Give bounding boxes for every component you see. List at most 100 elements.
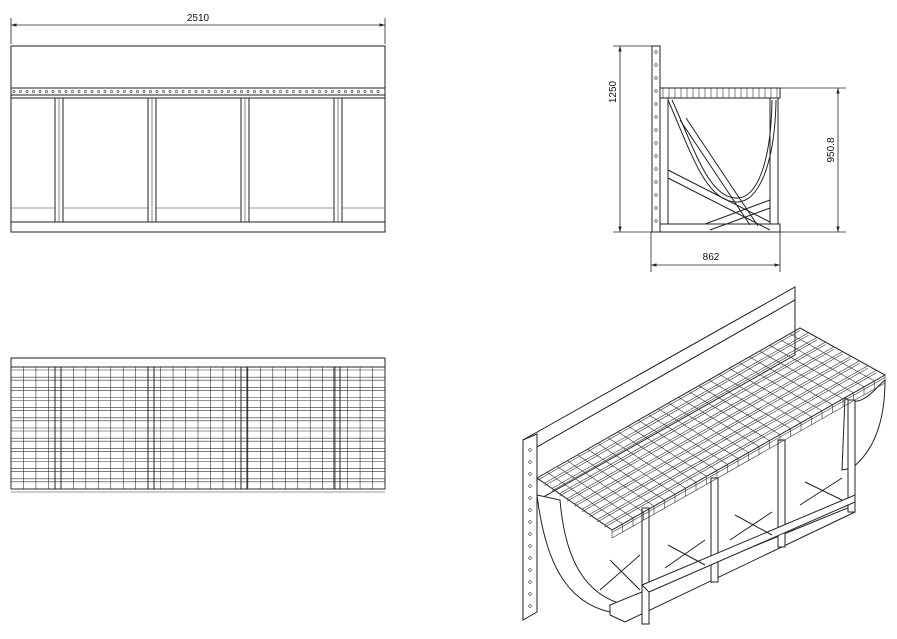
rivet [654, 115, 658, 119]
grating-bar [536, 330, 801, 481]
rivet [376, 90, 380, 93]
grating-bar [551, 339, 818, 492]
rivet [350, 90, 354, 93]
rivet [220, 90, 224, 93]
rivet [654, 76, 658, 80]
rivet [654, 219, 658, 223]
rivet [149, 90, 152, 93]
rivet [528, 448, 532, 452]
rivet [38, 90, 42, 93]
rivet [654, 63, 658, 67]
rivet [71, 90, 74, 93]
iso-back-panel-face [522, 299, 796, 501]
grating-crossbar [739, 362, 823, 412]
grating-bar [604, 372, 877, 528]
rivet [272, 90, 276, 93]
side-rivets [654, 50, 658, 223]
grating-crossbar [729, 368, 812, 417]
grating-crossbar [749, 356, 833, 406]
rivet [77, 90, 81, 93]
rivet [162, 90, 165, 93]
rivet [305, 90, 308, 93]
grating-crossbar [546, 471, 623, 525]
rivet [227, 90, 230, 93]
top-view [10, 357, 386, 493]
rivet [298, 90, 302, 93]
side-brace-5 [704, 199, 771, 225]
grating-bar [544, 334, 809, 486]
top-view-back-panel [10, 357, 386, 368]
grating-bar [559, 344, 826, 497]
grating-crossbar [658, 408, 739, 459]
front-bottom-rail [10, 221, 386, 233]
rivet [64, 90, 68, 93]
grating-bar [589, 363, 860, 518]
rivet [654, 154, 658, 158]
grating-front-edge [611, 382, 886, 539]
rivet [168, 90, 172, 93]
rivet [175, 90, 178, 93]
grating-bar [574, 353, 843, 507]
rivet [528, 568, 532, 572]
side-brace-1 [667, 169, 771, 223]
front-posts [54, 97, 343, 223]
rivet [253, 90, 256, 93]
iso-shell-left-end [536, 494, 627, 613]
rivet [528, 484, 532, 488]
rivet [292, 90, 295, 93]
rivet [58, 90, 61, 93]
side-back-post [651, 45, 661, 233]
rivet [337, 90, 341, 93]
rivet [528, 580, 532, 584]
rivet [528, 460, 532, 464]
rivet [259, 90, 263, 93]
grating-crossbar [587, 448, 665, 501]
iso-front-post-2 [710, 477, 719, 583]
rivet [318, 90, 321, 93]
grating-bar [581, 358, 852, 512]
rivet [654, 180, 658, 184]
rivet [188, 90, 191, 93]
side-depth-dim-text: 862 [703, 252, 720, 263]
grating-crossbar [536, 477, 613, 531]
rivet [155, 90, 159, 93]
grating-crossbar [708, 379, 791, 429]
grating-crossbar [577, 454, 655, 507]
grating-crossbar [769, 345, 854, 394]
grating-crossbar [698, 385, 781, 435]
grating-crossbar [799, 327, 886, 376]
iso-front-post-1 [641, 507, 650, 625]
top-post [147, 366, 155, 490]
rivet [19, 90, 22, 93]
rivet [528, 604, 532, 608]
iso-front-post-3 [777, 439, 786, 548]
grating-crossbar [567, 460, 644, 513]
rivet [181, 90, 185, 93]
rivet [344, 90, 347, 93]
grating-crossbar [779, 339, 865, 388]
rivet [233, 90, 237, 93]
isometric-view [522, 286, 887, 625]
rivet [25, 90, 29, 93]
grating-bar [596, 367, 869, 523]
rivet [103, 90, 107, 93]
iso-seat-grating [536, 327, 887, 539]
rivet [654, 193, 658, 197]
rivet [207, 90, 211, 93]
side-brace-4 [685, 117, 759, 227]
rivet [194, 90, 198, 93]
rivet [528, 556, 532, 560]
rivet [528, 472, 532, 476]
rivet [654, 206, 658, 210]
side-seat-grating [659, 87, 781, 99]
grating-crossbar [607, 437, 686, 489]
rivet [279, 90, 282, 93]
rivet [331, 90, 334, 93]
iso-left-post [522, 433, 538, 621]
rivet [324, 90, 328, 93]
side-seat-slats [662, 88, 778, 98]
side-brace-6 [709, 207, 771, 231]
grating-crossbar [688, 391, 770, 441]
iso-frame-bottom [609, 504, 856, 623]
